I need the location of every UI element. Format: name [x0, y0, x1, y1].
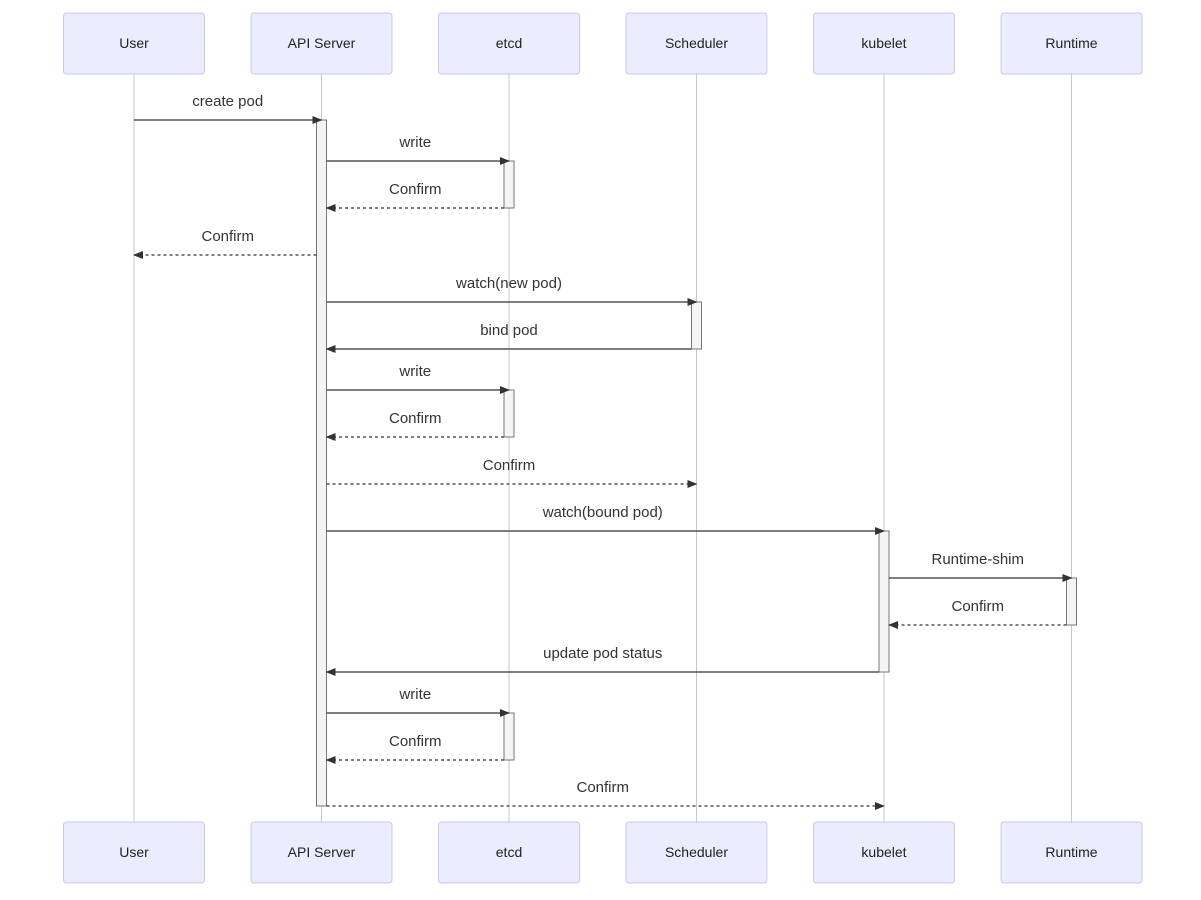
actor-box [250, 12, 393, 75]
message-label: write [398, 134, 431, 151]
message-6: write [326, 363, 510, 394]
activation-api [316, 119, 327, 807]
message-0: create pod [134, 93, 323, 124]
message-label: create pod [192, 93, 263, 110]
actor-box [63, 12, 205, 75]
actor-label: User [119, 844, 149, 860]
message-label: Runtime-shim [931, 551, 1024, 568]
actor-label: User [119, 35, 149, 51]
message-13: write [326, 686, 510, 717]
actor-box [625, 12, 768, 75]
actor-etcd-top: etcd [438, 12, 580, 75]
actor-box [1000, 12, 1143, 75]
message-label: Confirm [483, 457, 536, 474]
message-label: bind pod [480, 322, 538, 339]
actor-user-top: User [63, 12, 205, 75]
actor-kubelet-bottom: kubelet [813, 821, 955, 884]
actor-api-bottom: API Server [250, 821, 393, 884]
actor-box [813, 821, 955, 884]
activation-etcd [503, 389, 515, 438]
message-label: write [398, 686, 431, 703]
actor-box [813, 12, 955, 75]
message-label: Confirm [389, 410, 442, 427]
activation-scheduler [691, 301, 702, 350]
message-label: update pod status [543, 645, 662, 662]
message-label: Confirm [576, 779, 629, 796]
message-11: Confirm [888, 598, 1067, 629]
message-label: Confirm [389, 733, 442, 750]
actor-box [438, 12, 580, 75]
message-5: bind pod [325, 322, 692, 353]
actor-box [1000, 821, 1143, 884]
actor-label: API Server [288, 35, 356, 51]
message-14: Confirm [325, 733, 504, 764]
activation-etcd [503, 160, 515, 209]
message-3: Confirm [133, 228, 317, 259]
actor-label: API Server [288, 844, 356, 860]
actor-label: Runtime [1045, 35, 1097, 51]
actor-runtime-bottom: Runtime [1000, 821, 1143, 884]
actor-api-top: API Server [250, 12, 393, 75]
actor-box [250, 821, 393, 884]
message-4: watch(new pod) [326, 275, 698, 306]
activation-runtime [1066, 577, 1077, 626]
actor-etcd-bottom: etcd [438, 821, 580, 884]
lifelines [133, 74, 1072, 822]
activation-etcd [503, 712, 515, 761]
actor-scheduler-top: Scheduler [625, 12, 768, 75]
message-15: Confirm [326, 779, 885, 810]
actor-user-bottom: User [63, 821, 205, 884]
message-label: Confirm [951, 598, 1004, 615]
message-2: Confirm [325, 181, 504, 212]
message-10: Runtime-shim [889, 551, 1073, 582]
message-9: watch(bound pod) [326, 504, 885, 535]
actor-label: Scheduler [665, 844, 728, 860]
message-7: Confirm [325, 410, 504, 441]
actor-runtime-top: Runtime [1000, 12, 1143, 75]
actor-label: etcd [496, 35, 522, 51]
actor-scheduler-bottom: Scheduler [625, 821, 768, 884]
actor-box [625, 821, 768, 884]
message-label: Confirm [389, 181, 442, 198]
message-label: write [398, 363, 431, 380]
actor-box [438, 821, 580, 884]
actor-label: kubelet [861, 35, 906, 51]
actor-kubelet-top: kubelet [813, 12, 955, 75]
actor-label: kubelet [861, 844, 906, 860]
message-label: watch(bound pod) [542, 504, 663, 521]
message-8: Confirm [326, 457, 698, 488]
message-label: Confirm [201, 228, 254, 245]
message-label: watch(new pod) [455, 275, 562, 292]
actor-box [63, 821, 205, 884]
message-12: update pod status [325, 645, 879, 676]
actor-label: Runtime [1045, 844, 1097, 860]
actor-label: Scheduler [665, 35, 728, 51]
activation-kubelet [878, 530, 890, 673]
message-1: write [326, 134, 510, 165]
actor-label: etcd [496, 844, 522, 860]
